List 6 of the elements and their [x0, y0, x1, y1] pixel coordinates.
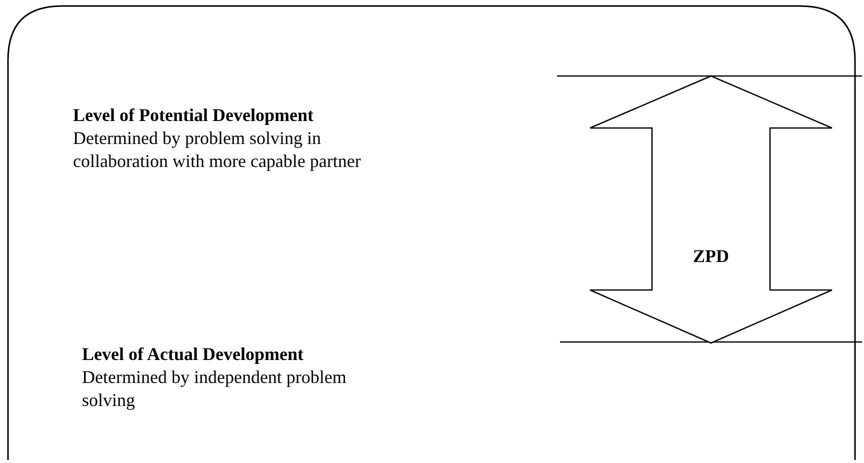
- level-description: Determined by independent problem solving: [82, 366, 348, 412]
- level-heading: Level of Actual Development: [82, 343, 304, 366]
- double-headed-arrow: [589, 75, 833, 344]
- level-heading: Level of Potential Development: [73, 104, 314, 127]
- level-description: Determined by problem solving in collaboration with more capable partner: [73, 127, 362, 173]
- arrow-label: ZPD: [692, 245, 730, 268]
